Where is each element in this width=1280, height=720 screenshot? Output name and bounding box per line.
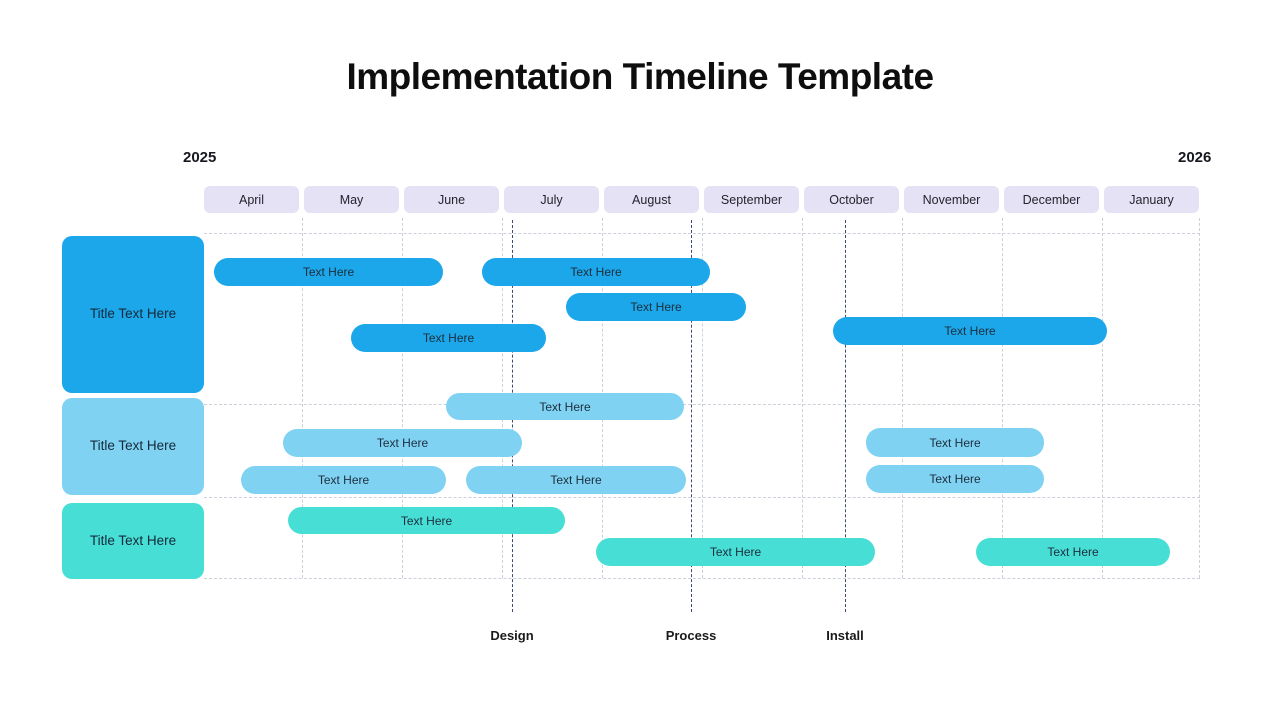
row-title-card: Title Text Here [62,503,204,579]
h-gridline [204,404,1200,405]
v-gridline [902,218,903,578]
h-gridline [204,497,1200,498]
task-bar: Text Here [596,538,875,566]
milestone-line [691,220,692,612]
h-gridline [204,233,1200,234]
milestone-label: Design [490,628,534,643]
v-gridline [402,218,403,578]
month-cell: September [704,186,799,213]
h-gridline [204,578,1200,579]
task-bar: Text Here [976,538,1170,566]
milestone-label: Process [665,628,717,643]
month-cell: November [904,186,999,213]
milestone-label: Install [826,628,864,643]
v-gridline [702,218,703,578]
year-label-start: 2025 [183,149,217,166]
task-bar: Text Here [866,428,1044,457]
row-title-card: Title Text Here [62,236,204,393]
milestone-line [845,220,846,612]
month-cell: October [804,186,899,213]
task-bar: Text Here [351,324,546,352]
task-bar: Text Here [866,465,1044,493]
month-cell: June [404,186,499,213]
month-cell: August [604,186,699,213]
v-gridline [1002,218,1003,578]
task-bar: Text Here [283,429,522,457]
month-cell: April [204,186,299,213]
v-gridline [302,218,303,578]
task-bar: Text Here [446,393,684,420]
task-bar: Text Here [241,466,446,494]
row-title-card: Title Text Here [62,398,204,495]
v-gridline [802,218,803,578]
page-title: Implementation Timeline Template [346,56,934,97]
task-bar: Text Here [214,258,443,286]
v-gridline [1199,218,1200,578]
task-bar: Text Here [566,293,746,321]
month-cell: May [304,186,399,213]
task-bar: Text Here [288,507,565,534]
month-cell: December [1004,186,1099,213]
v-gridline [1102,218,1103,578]
task-bar: Text Here [466,466,686,494]
year-label-end: 2026 [1178,149,1212,166]
task-bar: Text Here [833,317,1107,345]
month-cell: July [504,186,599,213]
task-bar: Text Here [482,258,710,286]
month-cell: January [1104,186,1199,213]
